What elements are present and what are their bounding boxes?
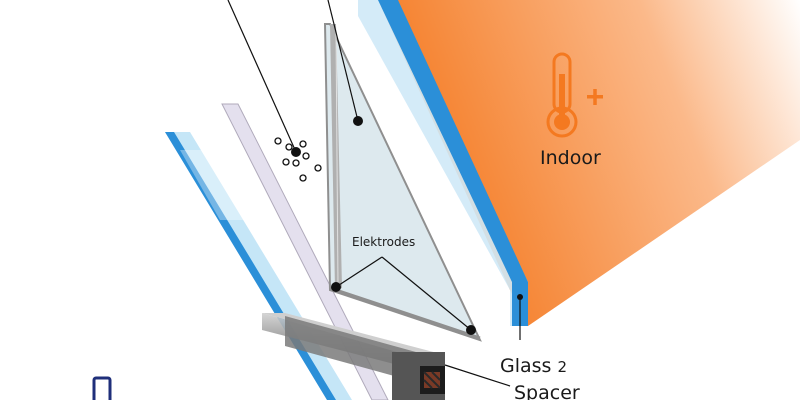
spacer-label: Spacer [514,382,580,400]
indoor-label: Indoor [540,147,601,169]
thermometer-plus-icon [546,52,603,138]
indoor-heat-gradient [378,0,800,326]
electrode-glass-pane [323,23,482,342]
thermometer-icon [92,376,112,400]
glass2-word: Glass [500,355,551,377]
spacer-bar [262,313,445,400]
glass2-number: 2 [558,358,568,376]
lcd-film-layer [221,103,389,400]
leader-lines [227,0,521,387]
glass2-label: Glass 2 [500,355,567,377]
electrodes-label: Elektrodes [352,235,415,249]
liquid-crystal-particles [274,137,322,182]
